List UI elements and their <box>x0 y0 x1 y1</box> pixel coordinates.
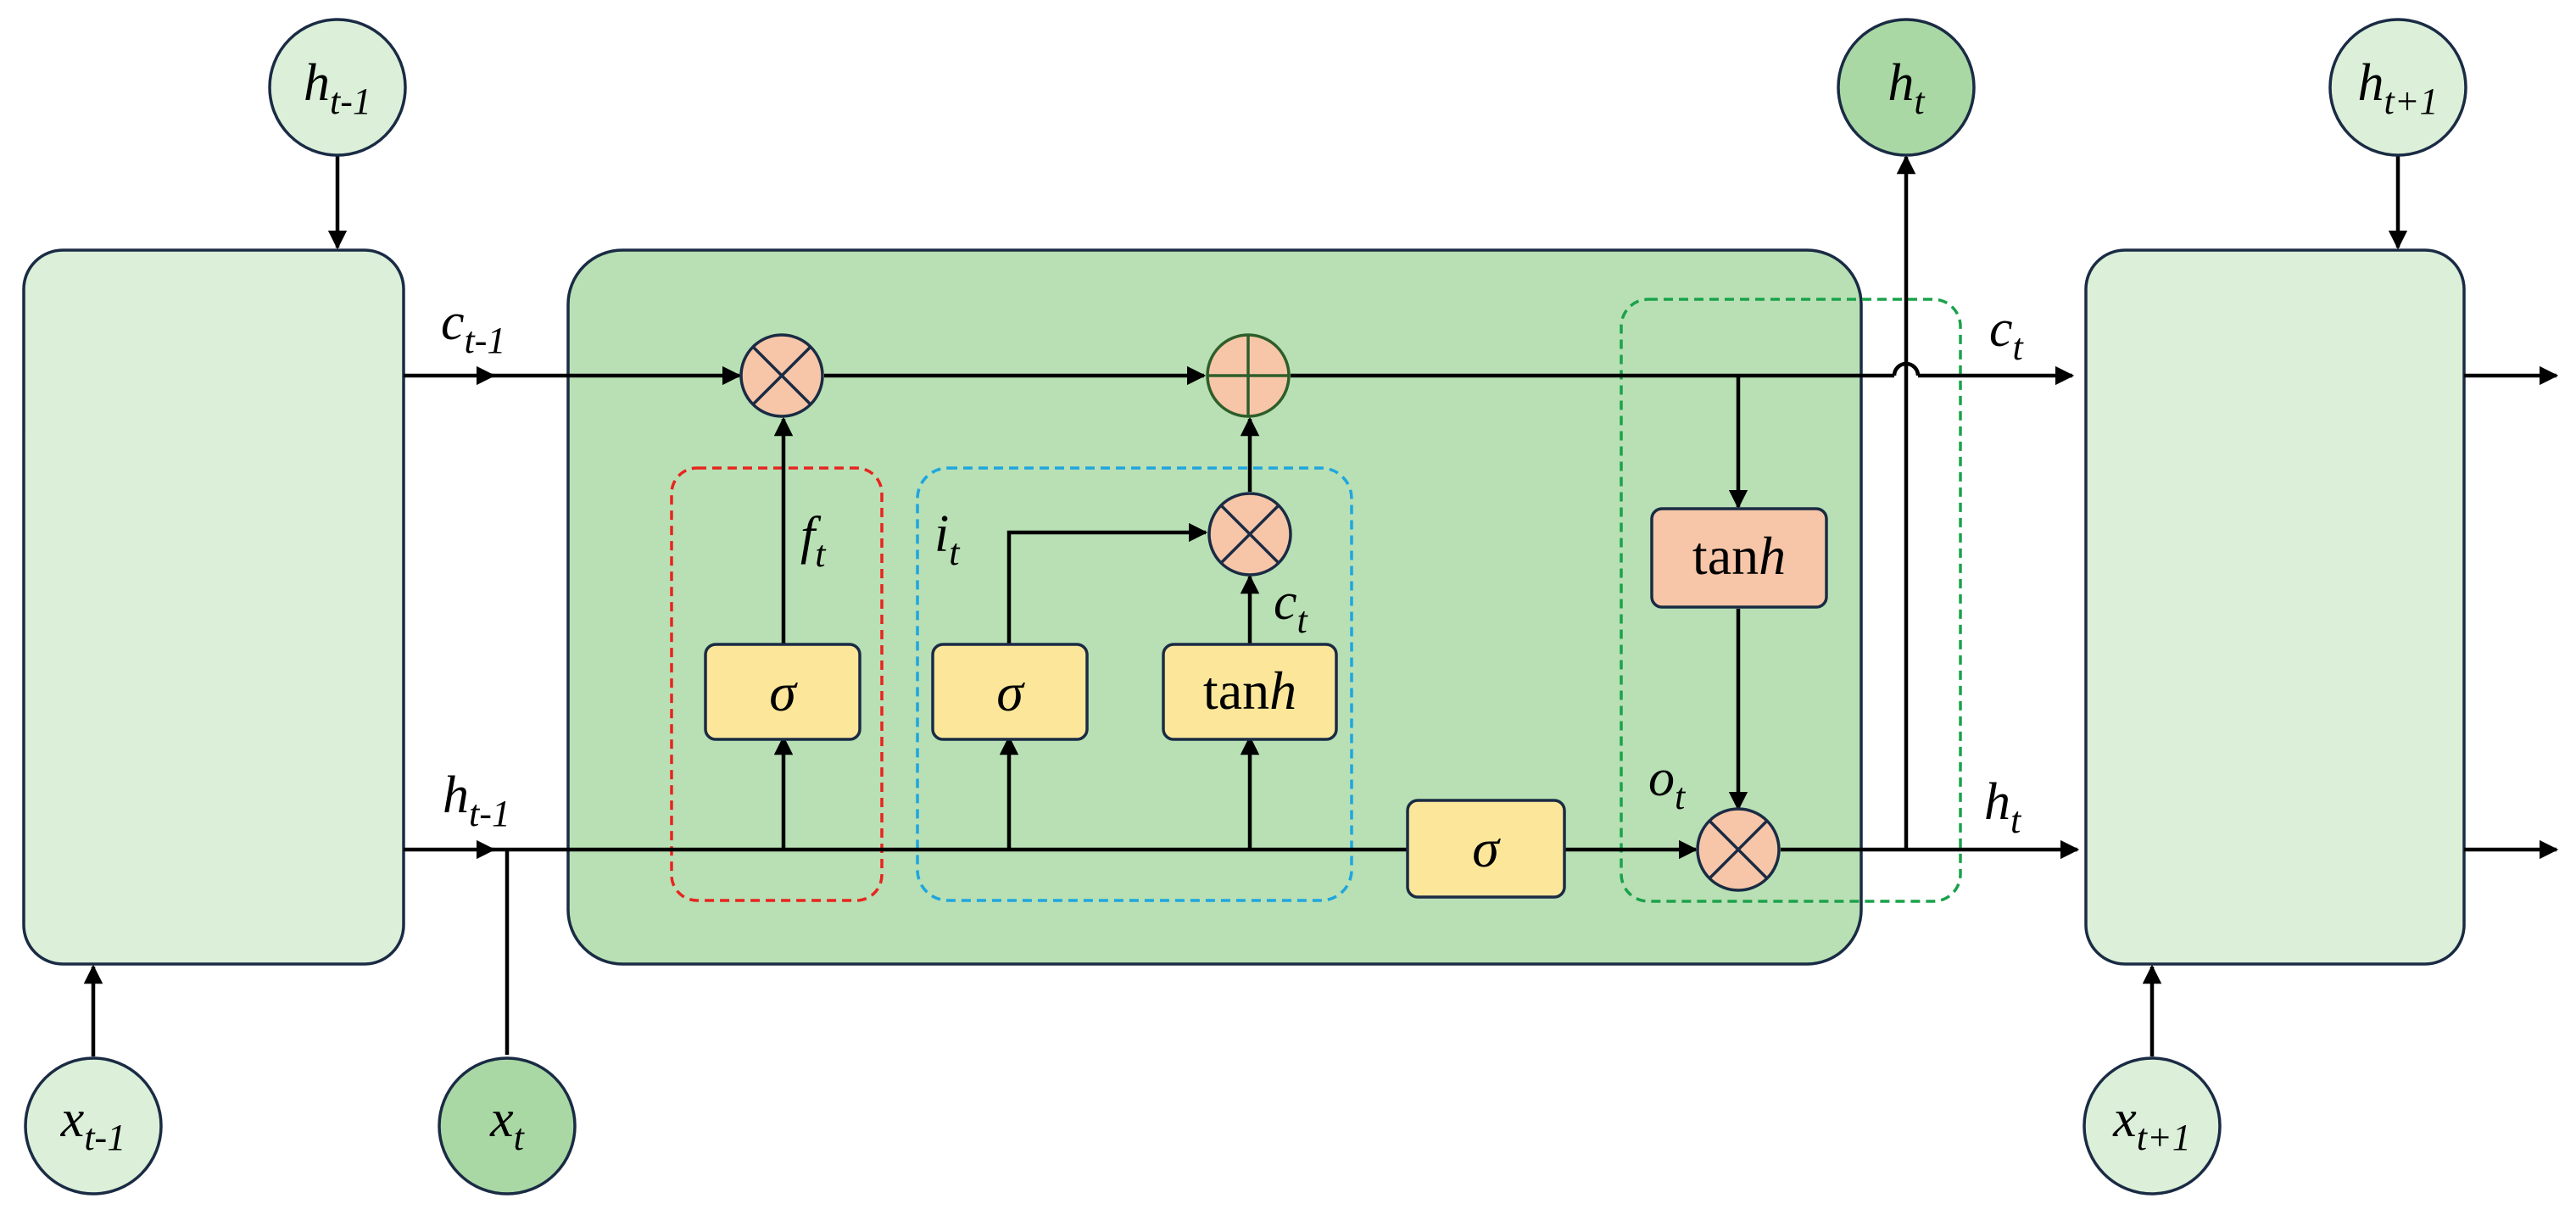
input-sigma-label: σ <box>996 662 1025 722</box>
x-prev-node: xt-1 <box>24 1056 163 1195</box>
input-sigma-block: σ <box>931 643 1089 741</box>
cell-tanh-block: tanh <box>1650 507 1828 609</box>
next-cell <box>2084 248 2466 966</box>
forget-sigma-block: σ <box>704 643 861 741</box>
forget-multiply-icon <box>739 333 824 418</box>
forget-sigma-label: σ <box>769 662 798 722</box>
svg-text:ht+1: ht+1 <box>2358 54 2439 122</box>
output-sigma-label: σ <box>1472 818 1501 878</box>
h-prev-node: ht-1 <box>268 18 407 157</box>
output-multiply-icon <box>1696 807 1781 892</box>
candidate-tanh-label: tanh <box>1203 660 1296 721</box>
input-gate-outline <box>916 466 1353 902</box>
cell-tanh-label: tanh <box>1692 526 1786 586</box>
svg-text:xt+1: xt+1 <box>2112 1090 2190 1158</box>
output-gate-label: ot <box>1648 750 1687 817</box>
candidate-tanh-block: tanh <box>1162 643 1338 741</box>
h-out-label: ht <box>1984 773 2022 841</box>
input-multiply-icon <box>1207 492 1292 577</box>
h-next-node: ht+1 <box>2328 18 2467 157</box>
input-gate-label: it <box>934 505 961 573</box>
previous-cell <box>22 248 405 966</box>
h-cur-node: ht <box>1837 18 1976 157</box>
h-prev-label: ht-1 <box>443 766 510 834</box>
cell-add-icon <box>1206 333 1291 418</box>
svg-text:ht: ht <box>1887 54 1926 122</box>
c-prev-label: ct-1 <box>441 293 505 361</box>
c-out-label: ct <box>1989 300 2025 368</box>
x-next-node: xt+1 <box>2083 1056 2222 1195</box>
output-gate-outline <box>1620 298 1962 903</box>
lstm-cell <box>566 248 1863 966</box>
output-sigma-block: σ <box>1406 799 1566 899</box>
forget-gate-outline <box>670 466 884 902</box>
candidate-label: ct <box>1274 573 1309 641</box>
svg-text:xt-1: xt-1 <box>60 1090 125 1158</box>
svg-text:ht-1: ht-1 <box>304 54 371 122</box>
x-cur-node: xt <box>438 1056 577 1195</box>
input-sigma-to-mult <box>1006 522 1208 644</box>
svg-text:xt: xt <box>489 1090 526 1158</box>
